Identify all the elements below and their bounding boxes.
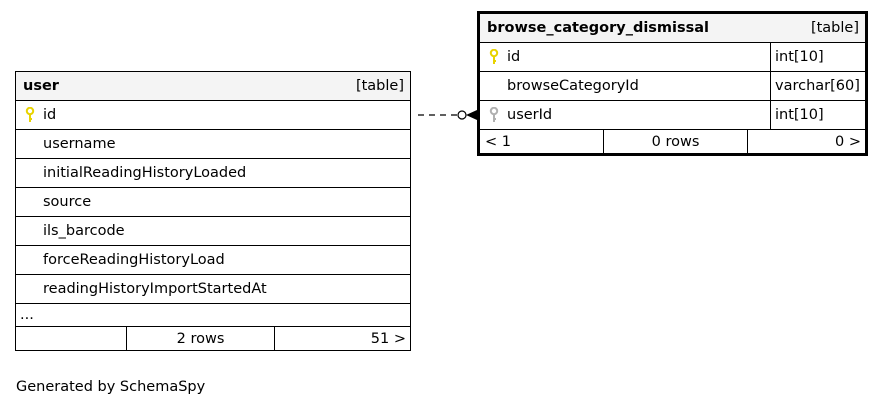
column-row[interactable]: source	[16, 188, 410, 217]
column-row[interactable]: readingHistoryImportStartedAt	[16, 275, 410, 304]
table-header: user [table]	[16, 72, 410, 101]
table-header: browse_category_dismissal [table]	[480, 14, 865, 43]
table-kind: [table]	[810, 20, 859, 36]
more-columns[interactable]: ...	[16, 304, 410, 327]
column-type: int[10]	[775, 49, 824, 65]
primary-key-icon	[25, 107, 35, 122]
column-row[interactable]: forceReadingHistoryLoad	[16, 246, 410, 275]
parent-count[interactable]: < 1	[480, 130, 604, 153]
column-name: username	[43, 136, 116, 152]
column-name: id	[480, 43, 771, 71]
table-footer: 2 rows 51 >	[16, 327, 410, 350]
column-name: id	[43, 107, 57, 123]
parent-count[interactable]	[16, 327, 127, 350]
generated-by-caption: Generated by SchemaSpy	[16, 379, 206, 395]
table-browse-category-dismissal[interactable]: browse_category_dismissal [table] id int…	[477, 11, 868, 156]
table-kind: [table]	[355, 78, 404, 94]
child-count[interactable]: 0 >	[835, 133, 861, 150]
column-row[interactable]: id int[10]	[480, 43, 865, 72]
column-row[interactable]: ils_barcode	[16, 217, 410, 246]
table-user[interactable]: user [table] id username initialReadingH…	[15, 71, 411, 351]
row-count: 2 rows	[127, 327, 275, 350]
column-row[interactable]: userId int[10]	[480, 101, 865, 130]
child-count[interactable]: 51 >	[370, 330, 406, 347]
column-row[interactable]: username	[16, 130, 410, 159]
row-count: 0 rows	[604, 130, 748, 153]
column-name: browseCategoryId	[480, 72, 771, 100]
primary-key-icon	[489, 49, 499, 64]
column-row[interactable]: initialReadingHistoryLoaded	[16, 159, 410, 188]
column-name: forceReadingHistoryLoad	[43, 252, 225, 268]
column-row[interactable]: id	[16, 101, 410, 130]
table-name[interactable]: browse_category_dismissal	[487, 20, 710, 36]
column-name: source	[43, 194, 92, 210]
column-name: userId	[480, 101, 771, 129]
column-name: readingHistoryImportStartedAt	[43, 281, 267, 297]
column-type: int[10]	[775, 107, 824, 123]
column-row[interactable]: browseCategoryId varchar[60]	[480, 72, 865, 101]
column-name: ils_barcode	[43, 223, 125, 239]
column-name: initialReadingHistoryLoaded	[43, 165, 247, 181]
foreign-key-icon	[489, 107, 499, 122]
column-type: varchar[60]	[775, 78, 860, 94]
many-arrowhead	[466, 110, 477, 120]
table-name[interactable]: user	[23, 78, 59, 94]
table-footer: < 1 0 rows 0 >	[480, 130, 865, 153]
optional-circle	[457, 110, 467, 120]
